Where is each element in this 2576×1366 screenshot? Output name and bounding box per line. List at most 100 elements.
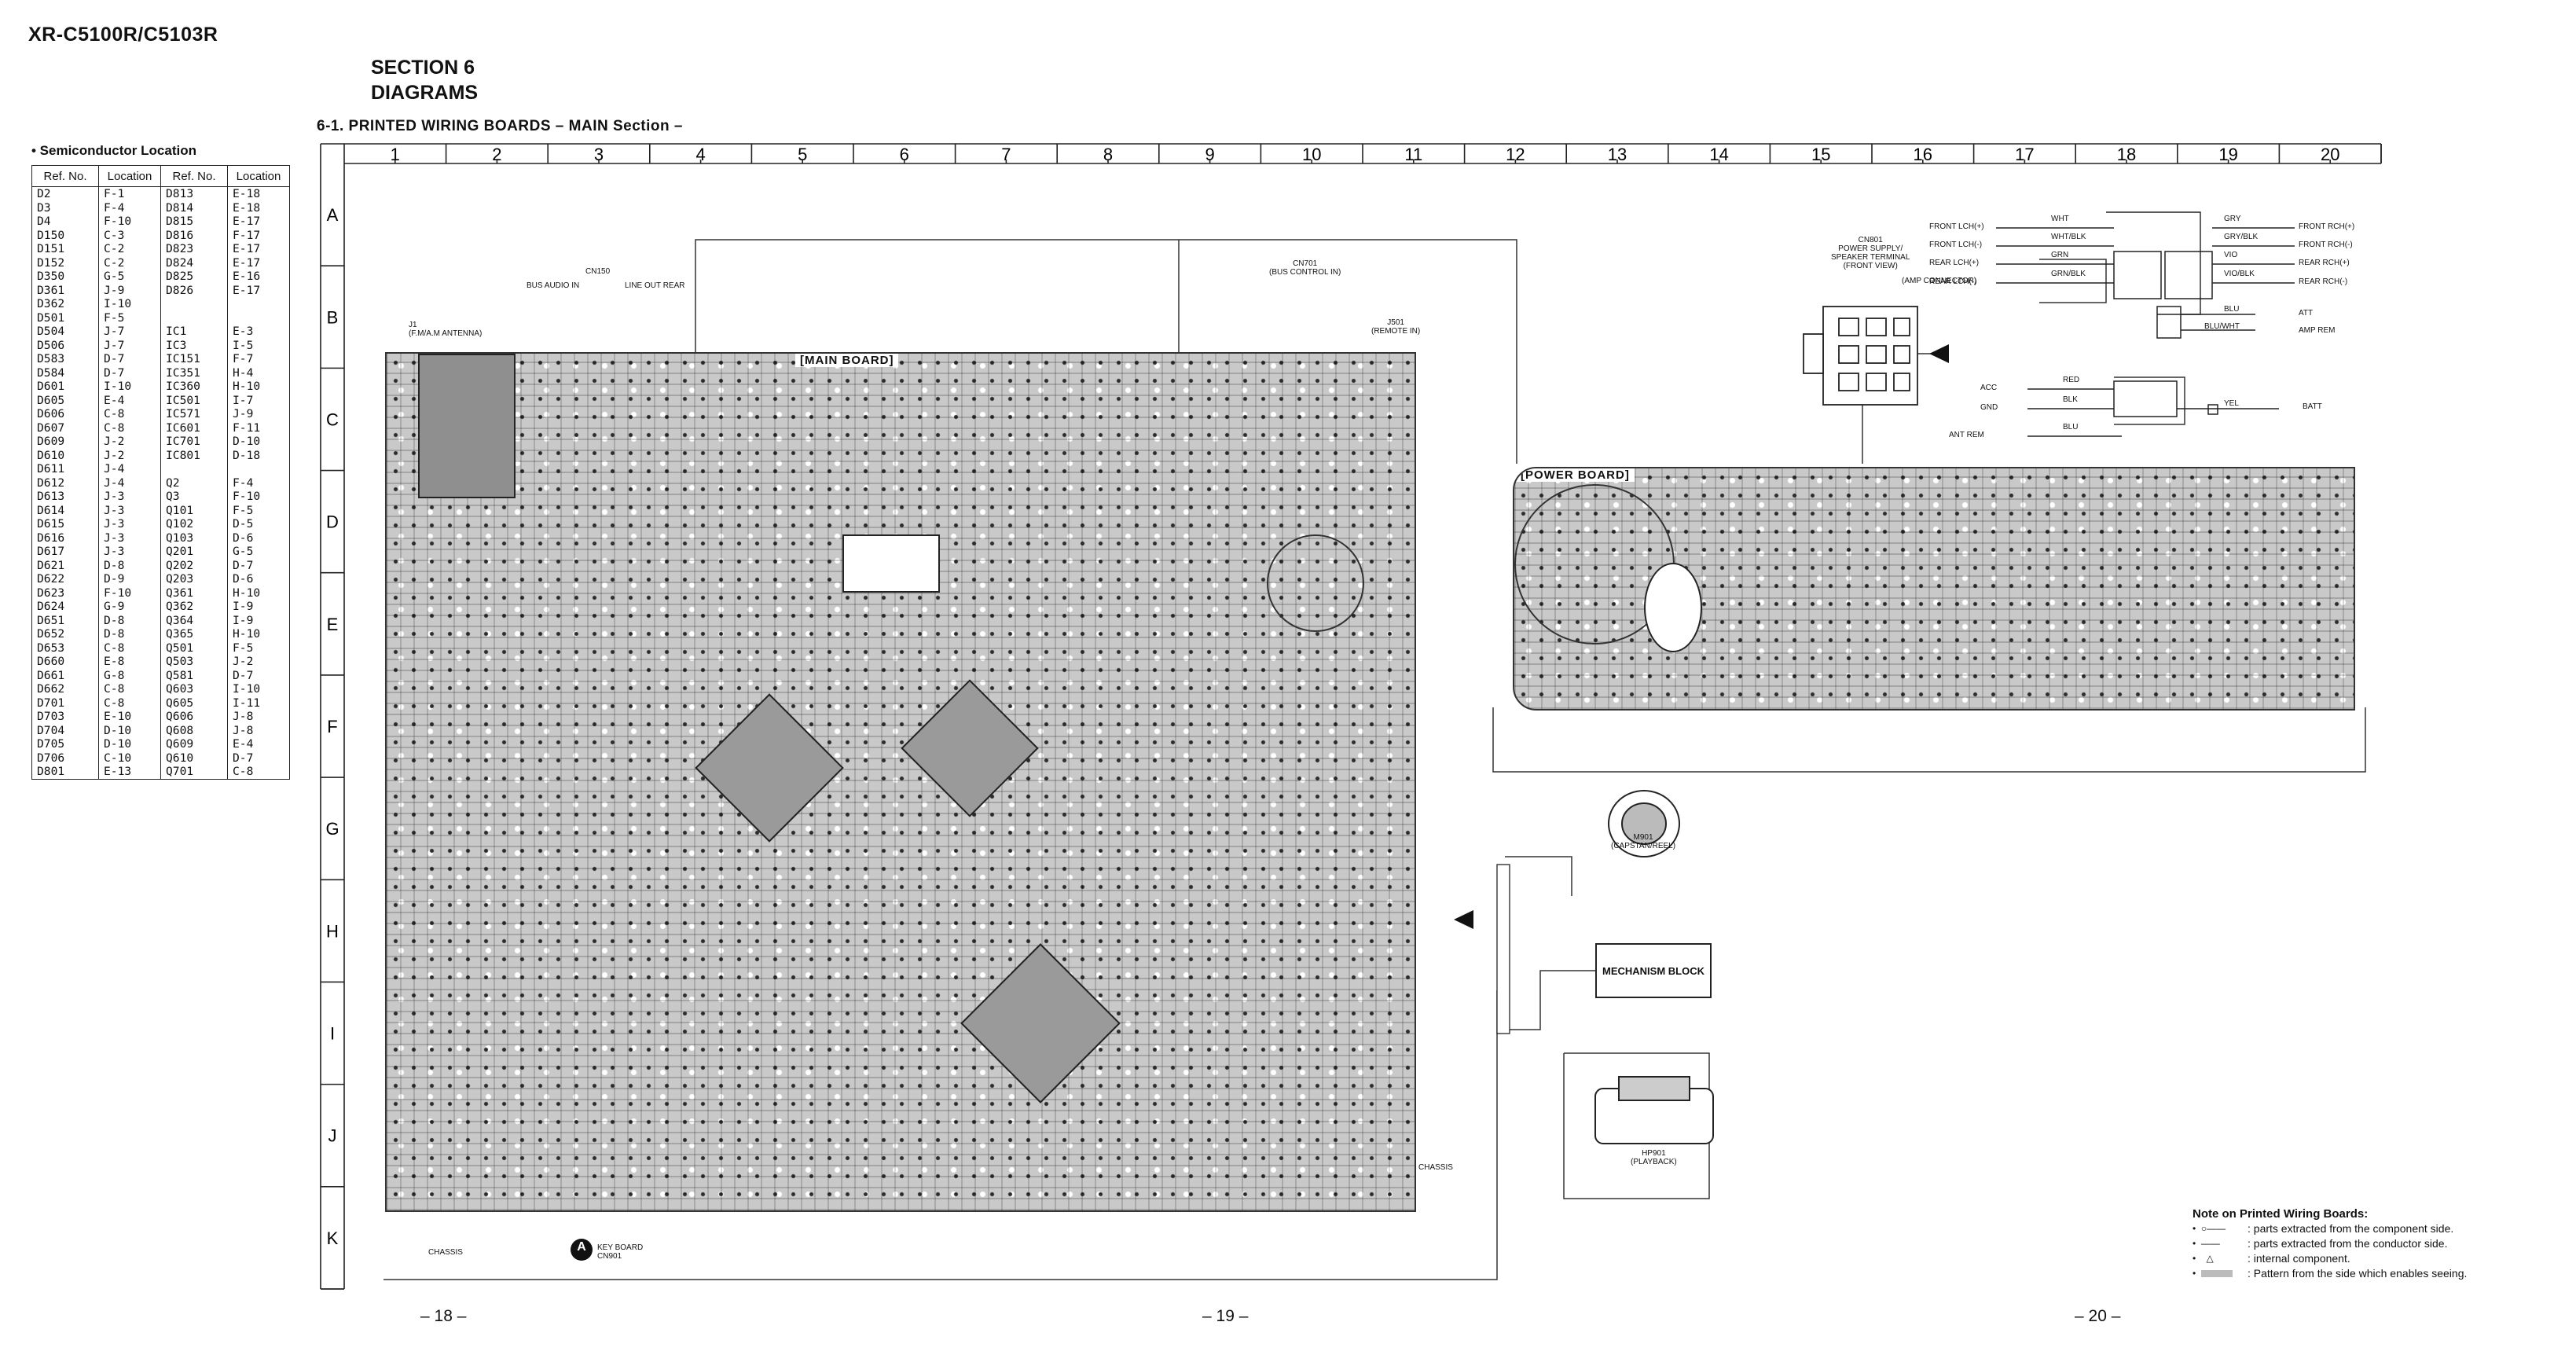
ic-501-package	[960, 943, 1121, 1103]
location-cell	[227, 310, 290, 325]
symbol-shade-icon: •	[2193, 1266, 2243, 1281]
ref-no-cell: D706	[31, 751, 99, 765]
col-location: Location	[227, 165, 290, 187]
ref-no-cell: D616	[31, 531, 99, 545]
att-label: ATT	[2299, 309, 2314, 318]
wire-label: FRONT LCH(+)	[1929, 222, 1984, 231]
note-item: • △: internal component.	[2193, 1251, 2467, 1266]
ref-no-cell: IC501	[160, 393, 228, 407]
wire-label: REAR LCH(+)	[1929, 259, 1980, 267]
grid-column-label: 5	[798, 145, 807, 164]
location-cell: H-10	[227, 627, 290, 641]
grid-column-label: 8	[1103, 145, 1113, 164]
ref-no-cell: Q101	[160, 503, 228, 517]
location-cell: D-7	[227, 668, 290, 682]
ref-no-cell: Q102	[160, 517, 228, 531]
location-cell: F-5	[98, 310, 161, 325]
batt-color: YEL	[2224, 399, 2239, 408]
ref-no-cell: D2	[31, 186, 99, 201]
mount-hole	[1644, 563, 1702, 652]
wire-color: GRN/BLK	[2051, 270, 2086, 278]
note-item: • ○——: parts extracted from the componen…	[2193, 1221, 2467, 1236]
wire-color: RED	[2063, 376, 2080, 384]
location-cell: D-8	[98, 613, 161, 627]
grid-row-label: B	[327, 307, 339, 327]
location-cell: D-7	[227, 751, 290, 765]
ref-no-cell: Q603	[160, 682, 228, 696]
amp-connector	[1803, 306, 1918, 406]
key-board-label: KEY BOARD CN901	[597, 1243, 644, 1261]
ref-no-cell: D621	[31, 558, 99, 572]
ref-no-cell: D701	[31, 696, 99, 710]
section-name: DIAGRAMS	[371, 82, 479, 104]
ref-no-cell: D584	[31, 365, 99, 380]
model-title: XR-C5100R/C5103R	[28, 24, 218, 46]
grid-row-label: H	[326, 921, 339, 941]
ref-no-cell: D815	[160, 215, 228, 229]
symbol-triangle-icon: • △	[2193, 1253, 2214, 1264]
grid-column-label: 18	[2117, 145, 2136, 164]
ref-no-cell: D613	[31, 490, 99, 504]
bus-audio-in-label: BUS AUDIO IN	[527, 281, 580, 290]
power-board-label: [POWER BOARD]	[1516, 468, 1635, 482]
section-number: SECTION 6	[371, 57, 475, 79]
ref-no-cell: D652	[31, 627, 99, 641]
grid-column-label: 2	[492, 145, 501, 164]
location-cell: E-8	[98, 655, 161, 669]
ref-no-cell: IC801	[160, 448, 228, 462]
ref-no-cell: Q365	[160, 627, 228, 641]
location-cell: E-17	[227, 215, 290, 229]
ref-no-cell: D610	[31, 448, 99, 462]
wire-label: ACC	[1980, 384, 1998, 392]
wire-color: BLK	[2063, 395, 2078, 404]
notes-title: Note on Printed Wiring Boards:	[2193, 1207, 2369, 1221]
grid-column-label: 4	[695, 145, 705, 164]
ref-no-cell: D624	[31, 600, 99, 614]
ref-no-cell: D703	[31, 710, 99, 724]
cn801-label: CN801 POWER SUPPLY/ SPEAKER TERMINAL (FR…	[1831, 236, 1910, 270]
ref-no-cell: D823	[160, 242, 228, 256]
ref-no-cell: Q501	[160, 641, 228, 655]
connector-cn-mech	[1496, 864, 1510, 1034]
ref-no-cell: Q201	[160, 545, 228, 559]
location-cell: J-8	[227, 710, 290, 724]
ref-no-cell: D826	[160, 283, 228, 297]
location-cell: F-10	[227, 490, 290, 504]
location-cell: J-2	[98, 435, 161, 449]
ref-no-cell: D825	[160, 270, 228, 284]
ref-no-cell: D705	[31, 737, 99, 751]
ref-no-cell: IC701	[160, 435, 228, 449]
ref-no-cell: D623	[31, 586, 99, 600]
note-text: : parts extracted from the component sid…	[2248, 1222, 2454, 1235]
note-item: • ——: parts extracted from the conductor…	[2193, 1236, 2467, 1251]
ref-no-cell: Q103	[160, 531, 228, 545]
chassis-right-label: CHASSIS	[1418, 1163, 1453, 1172]
location-cell: J-2	[98, 448, 161, 462]
wire-label: GND	[1980, 403, 1998, 412]
cn701-label: CN701 (BUS CONTROL IN)	[1269, 259, 1341, 277]
location-cell	[227, 462, 290, 476]
grid-column-label: 11	[1404, 145, 1422, 164]
ref-no-cell: D653	[31, 641, 99, 655]
ref-no-cell: IC3	[160, 338, 228, 352]
location-cell: F-5	[227, 641, 290, 655]
mechanism-block: MECHANISM BLOCK	[1595, 943, 1712, 998]
